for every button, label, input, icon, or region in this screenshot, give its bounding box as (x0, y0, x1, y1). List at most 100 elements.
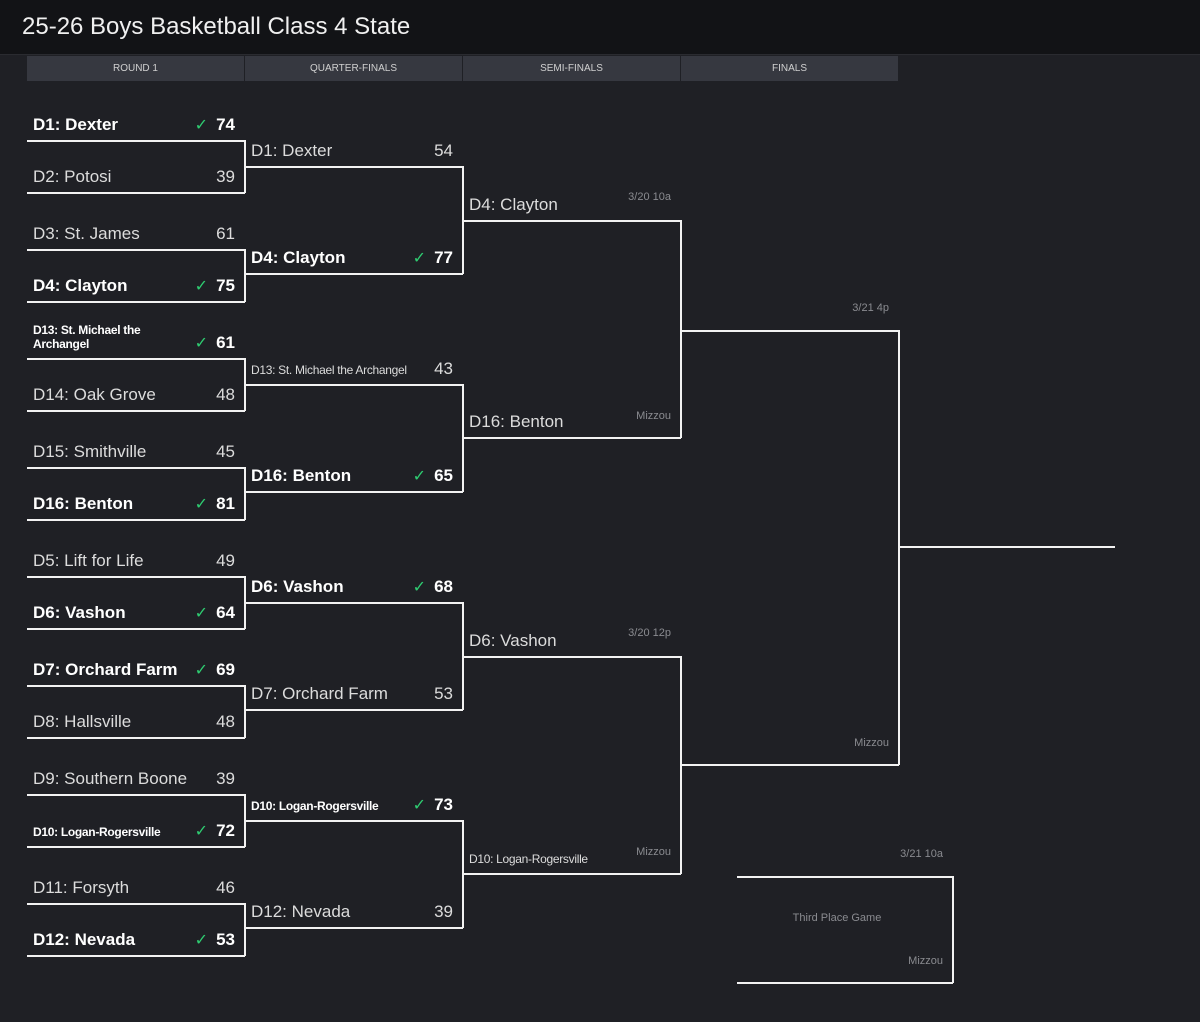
game-date: 3/21 10a (900, 848, 943, 860)
connector-line (244, 903, 246, 956)
connector-line (952, 876, 954, 983)
game-location: Mizzou (908, 955, 943, 967)
team-name: D4: Clayton (33, 276, 128, 296)
team-slot[interactable]: D4: Clayton ✓ 77 (245, 245, 463, 275)
team-row: D4: Clayton✓75 (33, 276, 235, 296)
team-name: D11: Forsyth (33, 878, 130, 898)
team-score: 46 (216, 878, 235, 898)
team-row: D13: St. Michael the Archangel✓61 (33, 324, 235, 353)
team-name: D13: St. Michael the Archangel (251, 363, 407, 378)
check-icon: ✓ (194, 116, 209, 134)
team-slot[interactable]: D11: Forsyth 46 (27, 875, 245, 905)
team-slot[interactable] (681, 302, 899, 332)
team-score: 48 (216, 712, 235, 732)
team-slot[interactable]: D12: Nevada✓53 (27, 927, 245, 957)
team-name: D4: Clayton (251, 248, 346, 268)
team-slot[interactable]: D16: Benton (463, 409, 681, 439)
connector-line (680, 220, 682, 438)
team-row: D7: Orchard Farm✓69 (33, 660, 235, 680)
team-score: 53 (216, 930, 235, 950)
team-slot[interactable]: D10: Logan-Rogersville✓72 (27, 818, 245, 848)
team-score: 48 (216, 385, 235, 405)
team-slot[interactable]: D1: Dexter✓74 (27, 112, 245, 142)
team-name: D15: Smithville (33, 442, 147, 462)
team-score: 45 (216, 442, 235, 462)
team-name: D7: Orchard Farm (251, 684, 388, 704)
team-name: D4: Clayton (469, 195, 558, 215)
team-score: 43 (434, 359, 453, 379)
team-name: D10: Logan-Rogersville (469, 852, 588, 867)
check-icon: ✓ (194, 334, 209, 352)
team-slot[interactable]: D6: Vashon✓68 (245, 574, 463, 604)
game-date: 3/21 4p (852, 302, 889, 314)
team-slot[interactable]: D16: Benton✓81 (27, 491, 245, 521)
team-slot[interactable] (899, 518, 1115, 548)
team-row: D13: St. Michael the Archangel 43 (251, 359, 453, 379)
check-icon: ✓ (194, 604, 209, 622)
team-slot[interactable]: D16: Benton✓65 (245, 463, 463, 493)
team-slot[interactable]: D6: Vashon (463, 628, 681, 658)
team-slot[interactable]: D15: Smithville 45 (27, 439, 245, 469)
team-score: 39 (216, 167, 235, 187)
team-row: D1: Dexter✓74 (33, 115, 235, 135)
column-header-finals: FINALS (681, 56, 898, 81)
column-header-semifinals: SEMI-FINALS (463, 56, 680, 81)
team-row: D10: Logan-Rogersville (469, 852, 671, 868)
check-icon: ✓ (194, 277, 209, 295)
team-row: D6: Vashon (469, 631, 671, 651)
team-slot[interactable]: D4: Clayton (463, 192, 681, 222)
team-score: 65 (434, 466, 453, 486)
team-name: D1: Dexter (251, 141, 333, 161)
check-icon: ✓ (412, 249, 427, 267)
team-name: D6: Vashon (469, 631, 557, 651)
check-icon: ✓ (194, 822, 209, 840)
team-row: D16: Benton✓81 (33, 494, 235, 514)
game-date: 3/20 10a (628, 191, 671, 203)
team-row: D10: Logan-Rogersville✓73 (251, 795, 453, 815)
team-score: 69 (216, 660, 235, 680)
check-icon: ✓ (194, 495, 209, 513)
team-name: D16: Benton (33, 494, 134, 514)
team-slot[interactable]: D6: Vashon✓64 (27, 600, 245, 630)
team-slot[interactable] (681, 736, 899, 766)
game-location: Mizzou (854, 737, 889, 749)
team-slot[interactable] (737, 848, 953, 878)
game-location: Mizzou (636, 846, 671, 858)
team-slot[interactable]: D10: Logan-Rogersville✓73 (245, 792, 463, 822)
team-slot[interactable]: D1: Dexter 54 (245, 138, 463, 168)
team-name: D14: Oak Grove (33, 385, 156, 405)
team-slot[interactable]: D10: Logan-Rogersville (463, 845, 681, 875)
team-slot[interactable]: D7: Orchard Farm✓69 (27, 657, 245, 687)
team-score: 54 (434, 141, 453, 161)
team-score: 74 (216, 115, 235, 135)
team-slot[interactable]: D13: St. Michael the Archangel 43 (245, 356, 463, 386)
team-row: D4: Clayton ✓ 77 (251, 248, 453, 268)
team-row: D16: Benton✓65 (251, 466, 453, 486)
team-name: D5: Lift for Life (33, 551, 144, 571)
team-score: 61 (216, 224, 235, 244)
check-icon: ✓ (412, 578, 427, 596)
team-slot[interactable]: D4: Clayton✓75 (27, 273, 245, 303)
team-slot[interactable] (737, 954, 953, 984)
team-slot[interactable]: D13: St. Michael the Archangel✓61 (27, 324, 245, 360)
third-place-label: Third Place Game (792, 912, 882, 924)
check-icon: ✓ (194, 661, 209, 679)
connector-line (244, 467, 246, 520)
team-score: 68 (434, 577, 453, 597)
team-score: 77 (434, 248, 453, 268)
team-score: 61 (216, 333, 235, 353)
team-row: D12: Nevada✓53 (33, 930, 235, 950)
team-slot[interactable]: D14: Oak Grove 48 (27, 382, 245, 412)
team-name: D10: Logan-Rogersville (33, 825, 161, 840)
team-name: D16: Benton (469, 412, 564, 432)
